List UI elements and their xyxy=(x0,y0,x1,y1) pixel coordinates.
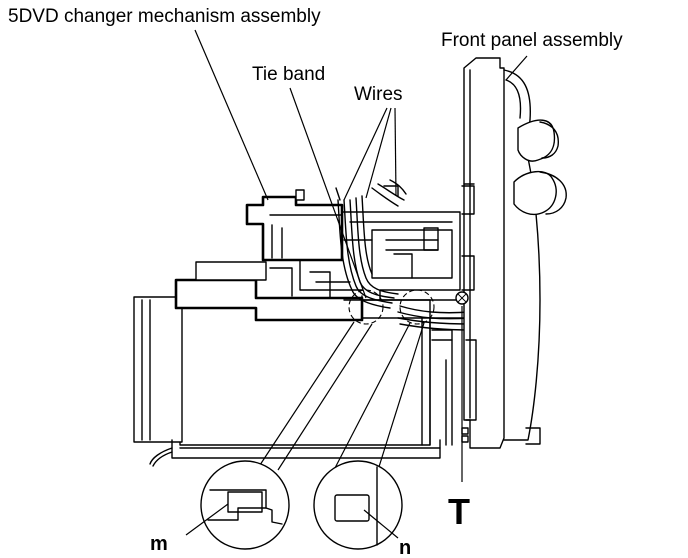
label-leaders xyxy=(194,29,528,482)
panel-hooks xyxy=(461,427,469,443)
upper-knob xyxy=(517,119,556,162)
detail-markers xyxy=(257,289,435,471)
lower-knob xyxy=(513,171,557,216)
label-m: m xyxy=(150,533,168,555)
detail-n xyxy=(313,460,403,550)
mechanism-upper-housing xyxy=(245,189,471,319)
label-mechanism: 5DVD changer mechanism assembly xyxy=(8,6,321,27)
front-panel-assembly xyxy=(455,57,567,449)
label-t: T xyxy=(448,491,470,532)
label-front-panel: Front panel assembly xyxy=(441,30,623,51)
mechanism-body xyxy=(133,296,453,467)
label-n: n xyxy=(399,537,411,558)
label-wires: Wires xyxy=(354,84,403,105)
label-tie-band: Tie band xyxy=(252,64,325,85)
detail-m xyxy=(185,460,290,550)
